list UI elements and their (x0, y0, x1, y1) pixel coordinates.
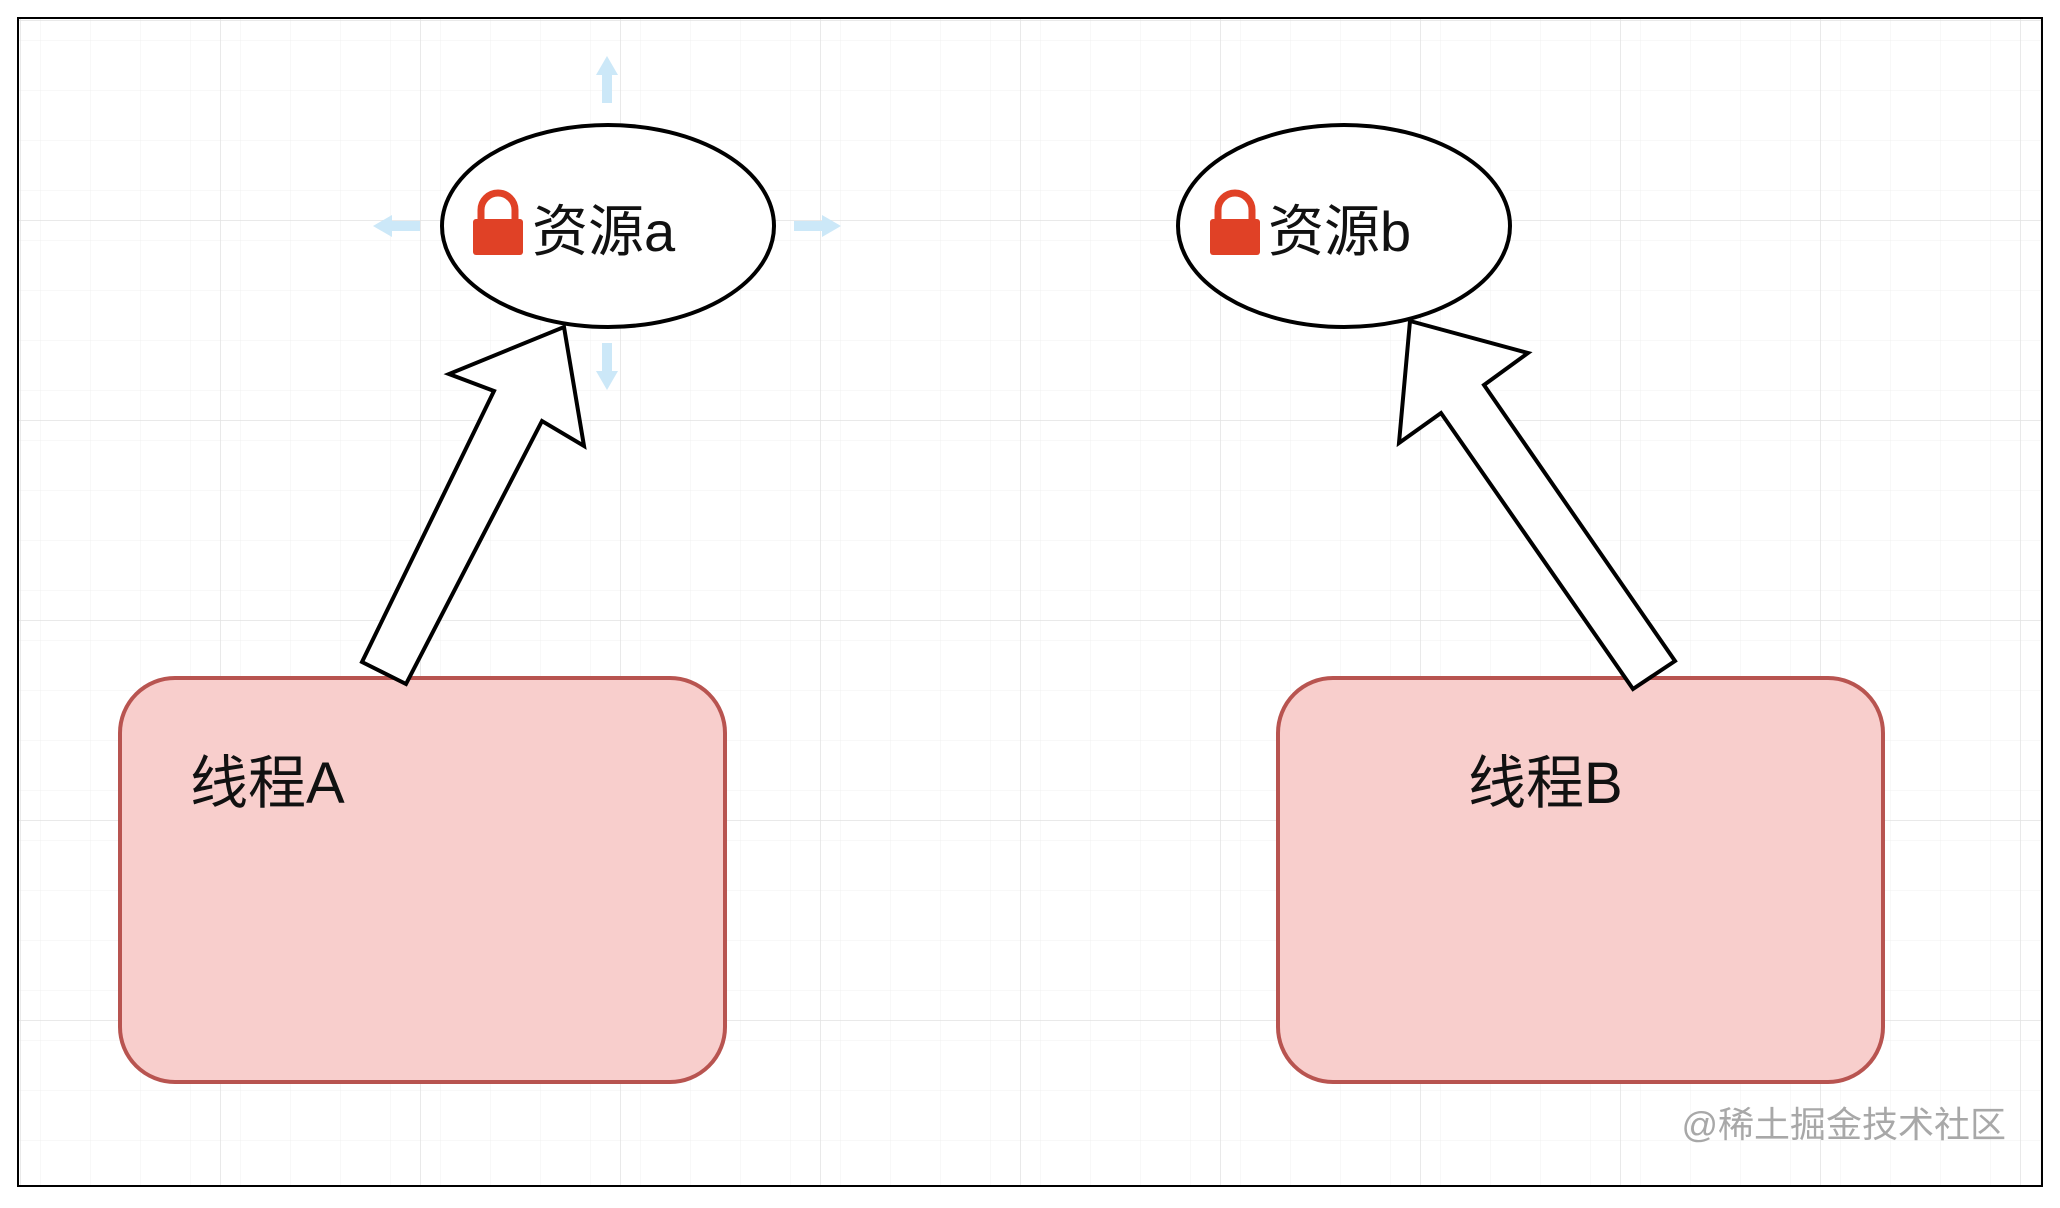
arrow-right-hint-icon[interactable] (794, 215, 841, 237)
arrow-up-hint-icon[interactable] (596, 56, 618, 103)
resource-a-node[interactable]: 资源a (440, 123, 776, 329)
selection-hint-arrows[interactable] (373, 56, 841, 390)
thread-a-label: 线程A (190, 751, 345, 816)
arrow-left-hint-icon[interactable] (373, 215, 420, 237)
arrow-down-hint-icon[interactable] (596, 343, 618, 390)
thread-b-node[interactable]: 线程B (1276, 676, 1885, 1084)
thread-a-node[interactable]: 线程A (118, 676, 727, 1084)
resource-b-node[interactable]: 资源b (1176, 123, 1512, 329)
arrow-thread-b-to-resource-b[interactable] (1396, 318, 1678, 692)
thread-b-label: 线程B (1468, 751, 1623, 816)
watermark-text: @稀土掘金技术社区 (1681, 1104, 2006, 1145)
arrow-thread-a-to-resource-a[interactable] (359, 324, 587, 687)
resource-a-label: 资源a (532, 200, 676, 263)
lock-icon (473, 189, 523, 255)
lock-icon (1210, 189, 1260, 255)
resource-b-label: 资源b (1268, 200, 1411, 263)
